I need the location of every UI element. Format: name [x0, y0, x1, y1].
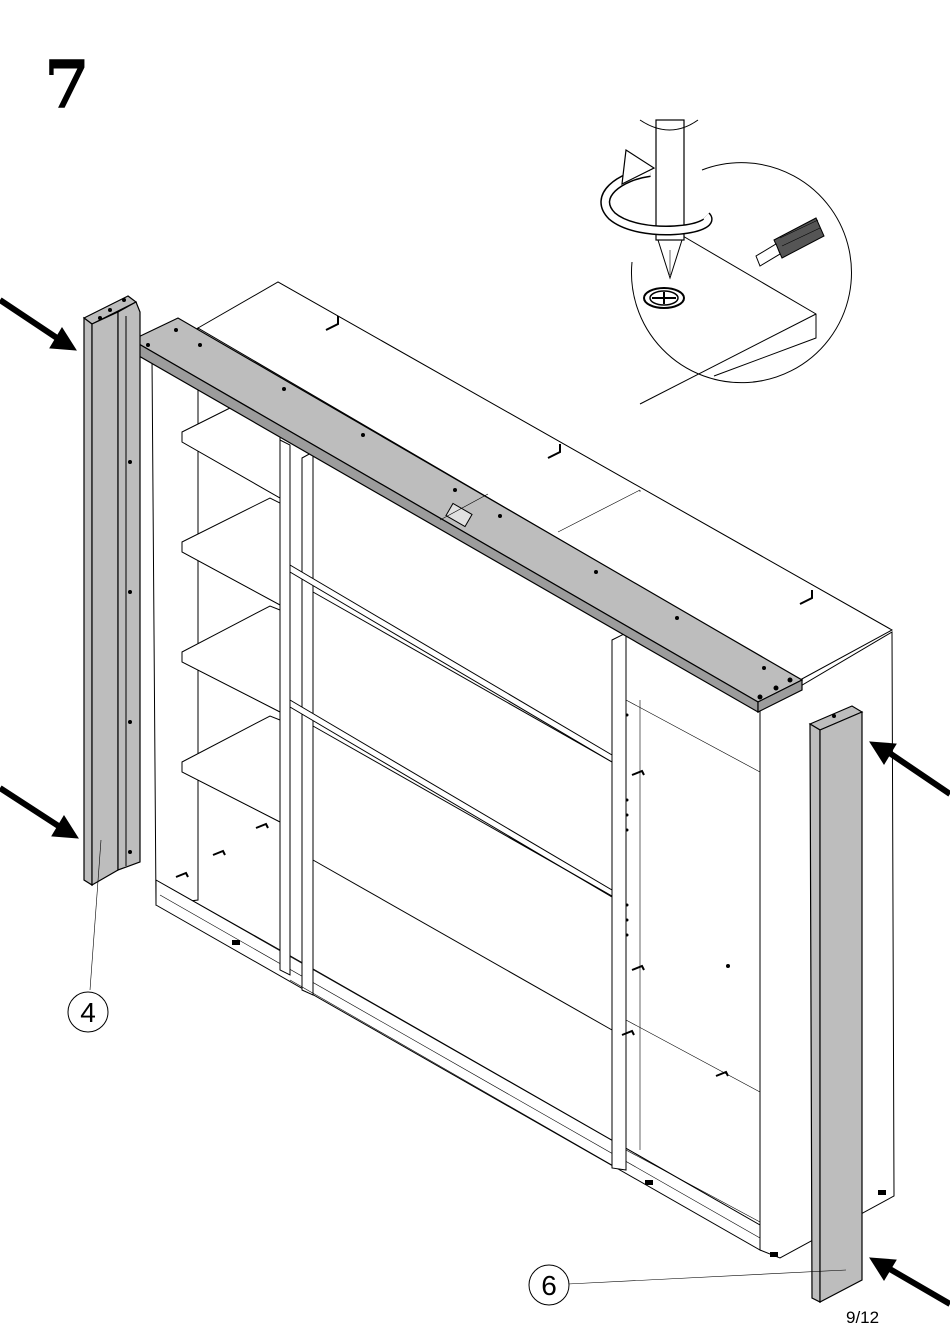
callout-4: 4 — [68, 992, 108, 1032]
insertion-arrow-icon — [870, 1258, 950, 1304]
screwdriver-icon — [640, 120, 698, 278]
callout-label: 6 — [541, 1270, 557, 1301]
screw-icon — [644, 288, 684, 308]
side-panel-6 — [810, 706, 862, 1302]
screw-icon — [756, 218, 824, 266]
page-number: 9/12 — [846, 1308, 879, 1328]
side-panel-4 — [84, 296, 140, 885]
detail-inset — [605, 120, 851, 404]
callout-6: 6 — [529, 1265, 569, 1305]
callout-leader-6 — [568, 1270, 846, 1284]
insertion-arrow-icon — [0, 788, 78, 838]
insertion-arrow-icon — [0, 300, 76, 350]
callout-label: 4 — [80, 997, 96, 1028]
